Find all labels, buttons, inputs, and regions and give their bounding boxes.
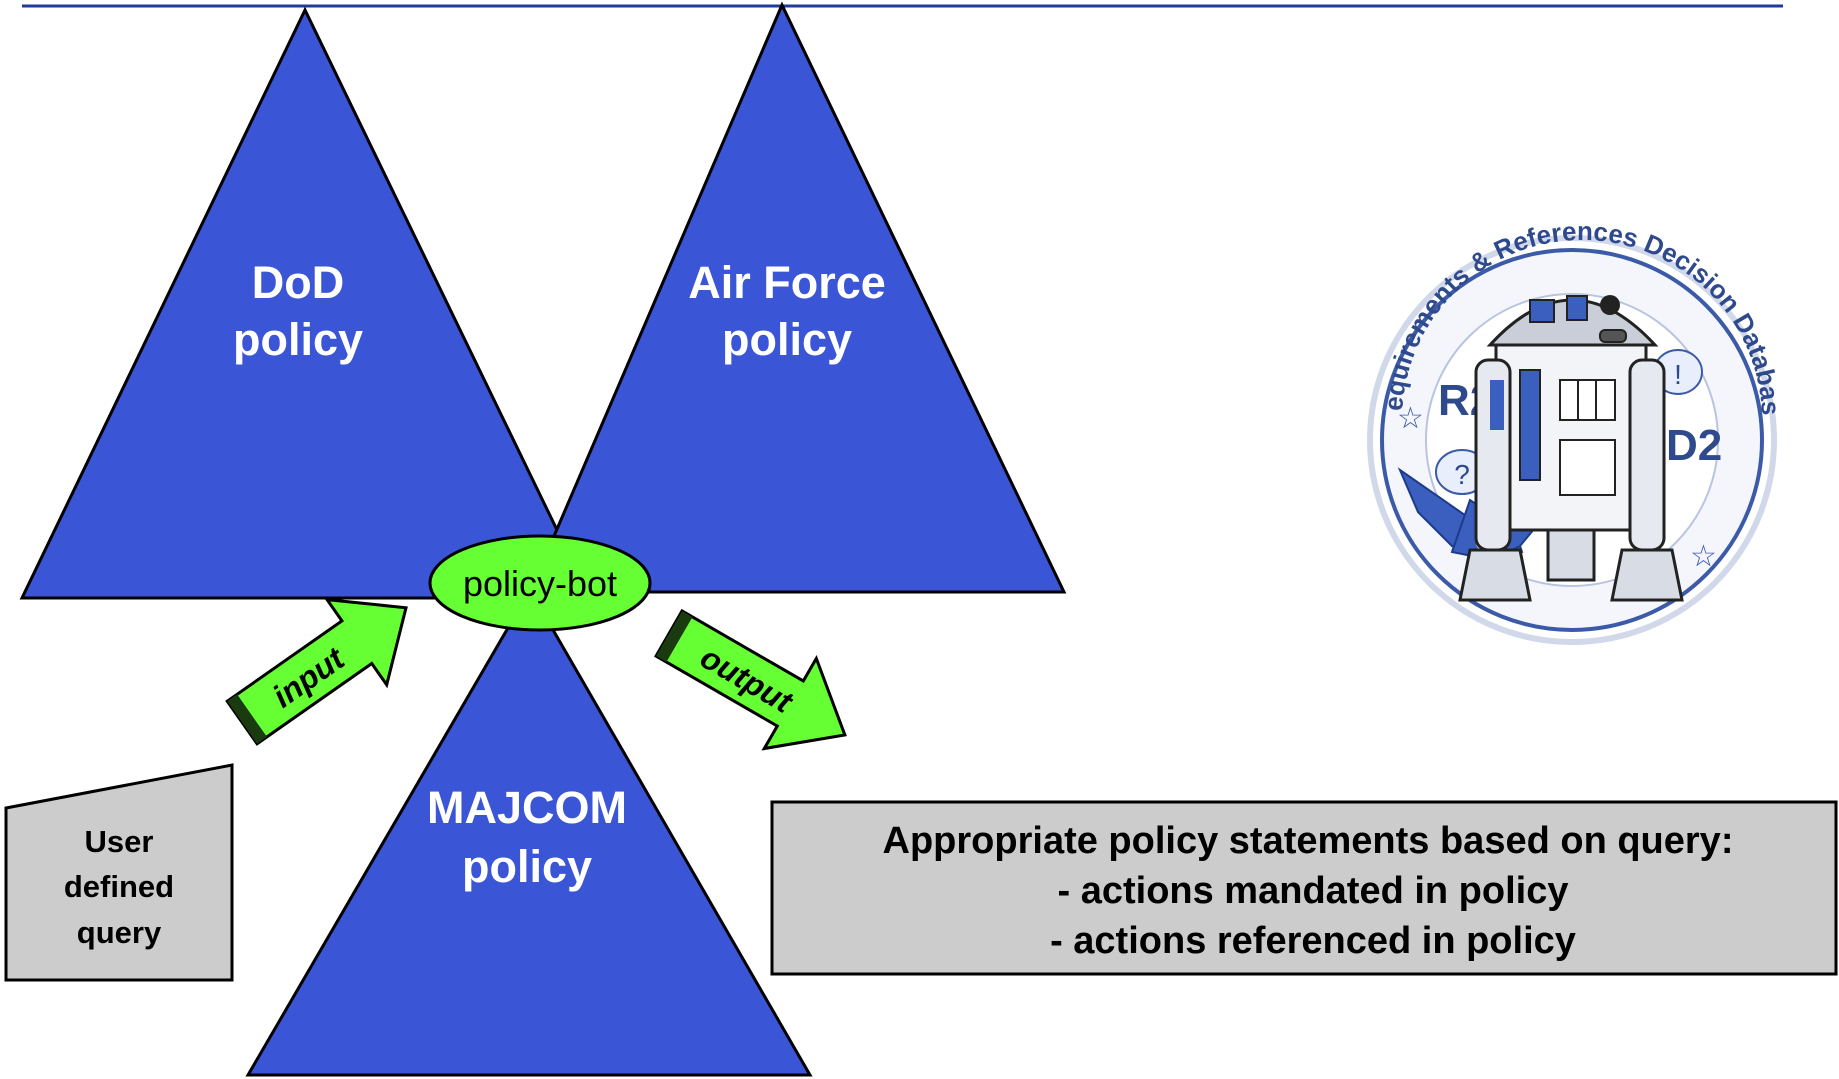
query-box-line3: query	[77, 915, 162, 950]
policy-bot-hub: policy-bot	[428, 534, 652, 632]
dod-policy-triangle: DoD policy	[19, 6, 593, 600]
dod-policy-label-line1: DoD	[252, 257, 344, 308]
air-force-policy-label-line2: policy	[722, 314, 852, 365]
dod-policy-label-line2: policy	[233, 314, 363, 365]
query-box-line1: User	[85, 824, 154, 859]
svg-text:?: ?	[1454, 459, 1470, 490]
result-box-item-mandated: - actions mandated in policy	[1058, 870, 1569, 912]
majcom-policy-label-line1: MAJCOM	[427, 782, 627, 833]
svg-text:!: !	[1674, 359, 1682, 390]
user-defined-query-box: User defined query	[4, 763, 234, 982]
policy-bot-label: policy-bot	[463, 563, 617, 604]
query-box-line2: defined	[64, 869, 174, 904]
seal-star-right-icon: ☆	[1690, 539, 1717, 574]
majcom-policy-label-line2: policy	[462, 841, 592, 892]
seal-d2-mark: D2	[1666, 421, 1722, 470]
majcom-policy-triangle: MAJCOM policy	[245, 587, 813, 1077]
seal-star-left-icon: ☆	[1397, 401, 1424, 436]
r2d2-robot-icon	[1458, 295, 1684, 602]
result-box-heading: Appropriate policy statements based on q…	[883, 820, 1734, 862]
result-box-item-referenced: - actions referenced in policy	[1050, 920, 1576, 962]
policy-statements-result-box: Appropriate policy statements based on q…	[770, 800, 1838, 976]
air-force-policy-label-line1: Air Force	[688, 257, 886, 308]
air-force-policy-triangle: Air Force policy	[527, 1, 1067, 594]
output-arrow: output	[654, 608, 847, 751]
